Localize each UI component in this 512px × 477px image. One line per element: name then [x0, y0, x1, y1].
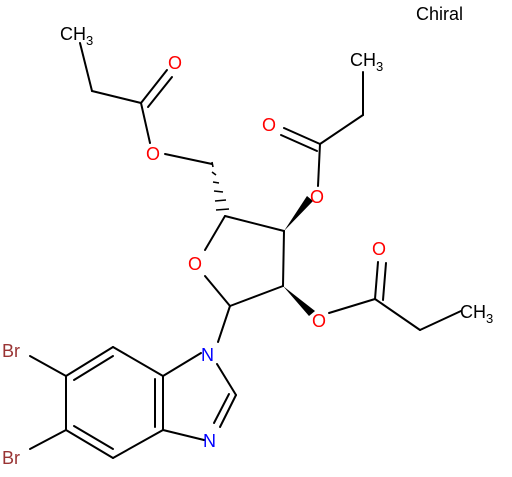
bond [112, 429, 164, 459]
bond [147, 76, 173, 108]
bond [217, 305, 231, 343]
bond [382, 262, 387, 301]
oxygen-label-carbonyl-low: O [372, 239, 386, 259]
bond [229, 285, 284, 307]
bond [280, 134, 318, 152]
bond [140, 69, 168, 104]
nitrogen-label-n1: N [201, 345, 214, 365]
bold-wedge-bond [284, 196, 313, 231]
oxygen-label-ester-top: O [146, 144, 160, 164]
bond [319, 114, 364, 145]
oxygen-label-ester-mid: O [310, 187, 324, 207]
bromine-label-bottom: Br [2, 448, 20, 468]
bond [162, 429, 205, 441]
bond [204, 215, 226, 251]
bond [140, 102, 151, 144]
bromine-label-top: Br [2, 341, 20, 361]
bond [204, 275, 231, 307]
bond [65, 346, 114, 377]
bond [216, 363, 237, 396]
methyl-label-right: CH3 [350, 50, 383, 74]
bond [73, 425, 114, 450]
oxygen-label-ring: O [188, 254, 202, 274]
bond [374, 261, 379, 300]
bond [162, 352, 202, 377]
bond [328, 298, 376, 314]
methyl-label-low: CH3 [460, 302, 493, 326]
oxygen-label-carbonyl-mid: O [262, 115, 276, 135]
bond [164, 153, 213, 165]
nitrogen-label-n3: N [203, 431, 216, 451]
bond [29, 429, 67, 450]
bond [282, 230, 285, 287]
bond [219, 394, 237, 428]
bond [213, 393, 230, 424]
bond [79, 42, 93, 92]
chiral-annotation: Chiral [416, 4, 463, 24]
bond [283, 127, 321, 145]
bond [374, 298, 421, 331]
bond [112, 346, 164, 377]
bond [419, 310, 462, 331]
methyl-label-top: CH3 [60, 24, 93, 48]
bond [29, 355, 67, 377]
bond [224, 215, 285, 232]
bond [73, 355, 114, 381]
bond [65, 429, 114, 459]
bold-wedge-bond [283, 286, 315, 316]
oxygen-label-carbonyl-top: O [168, 53, 182, 73]
oxygen-label-ester-low: O [312, 311, 326, 331]
bond [91, 90, 142, 104]
hashed-wedge-bond [211, 161, 230, 211]
bond [317, 143, 321, 187]
